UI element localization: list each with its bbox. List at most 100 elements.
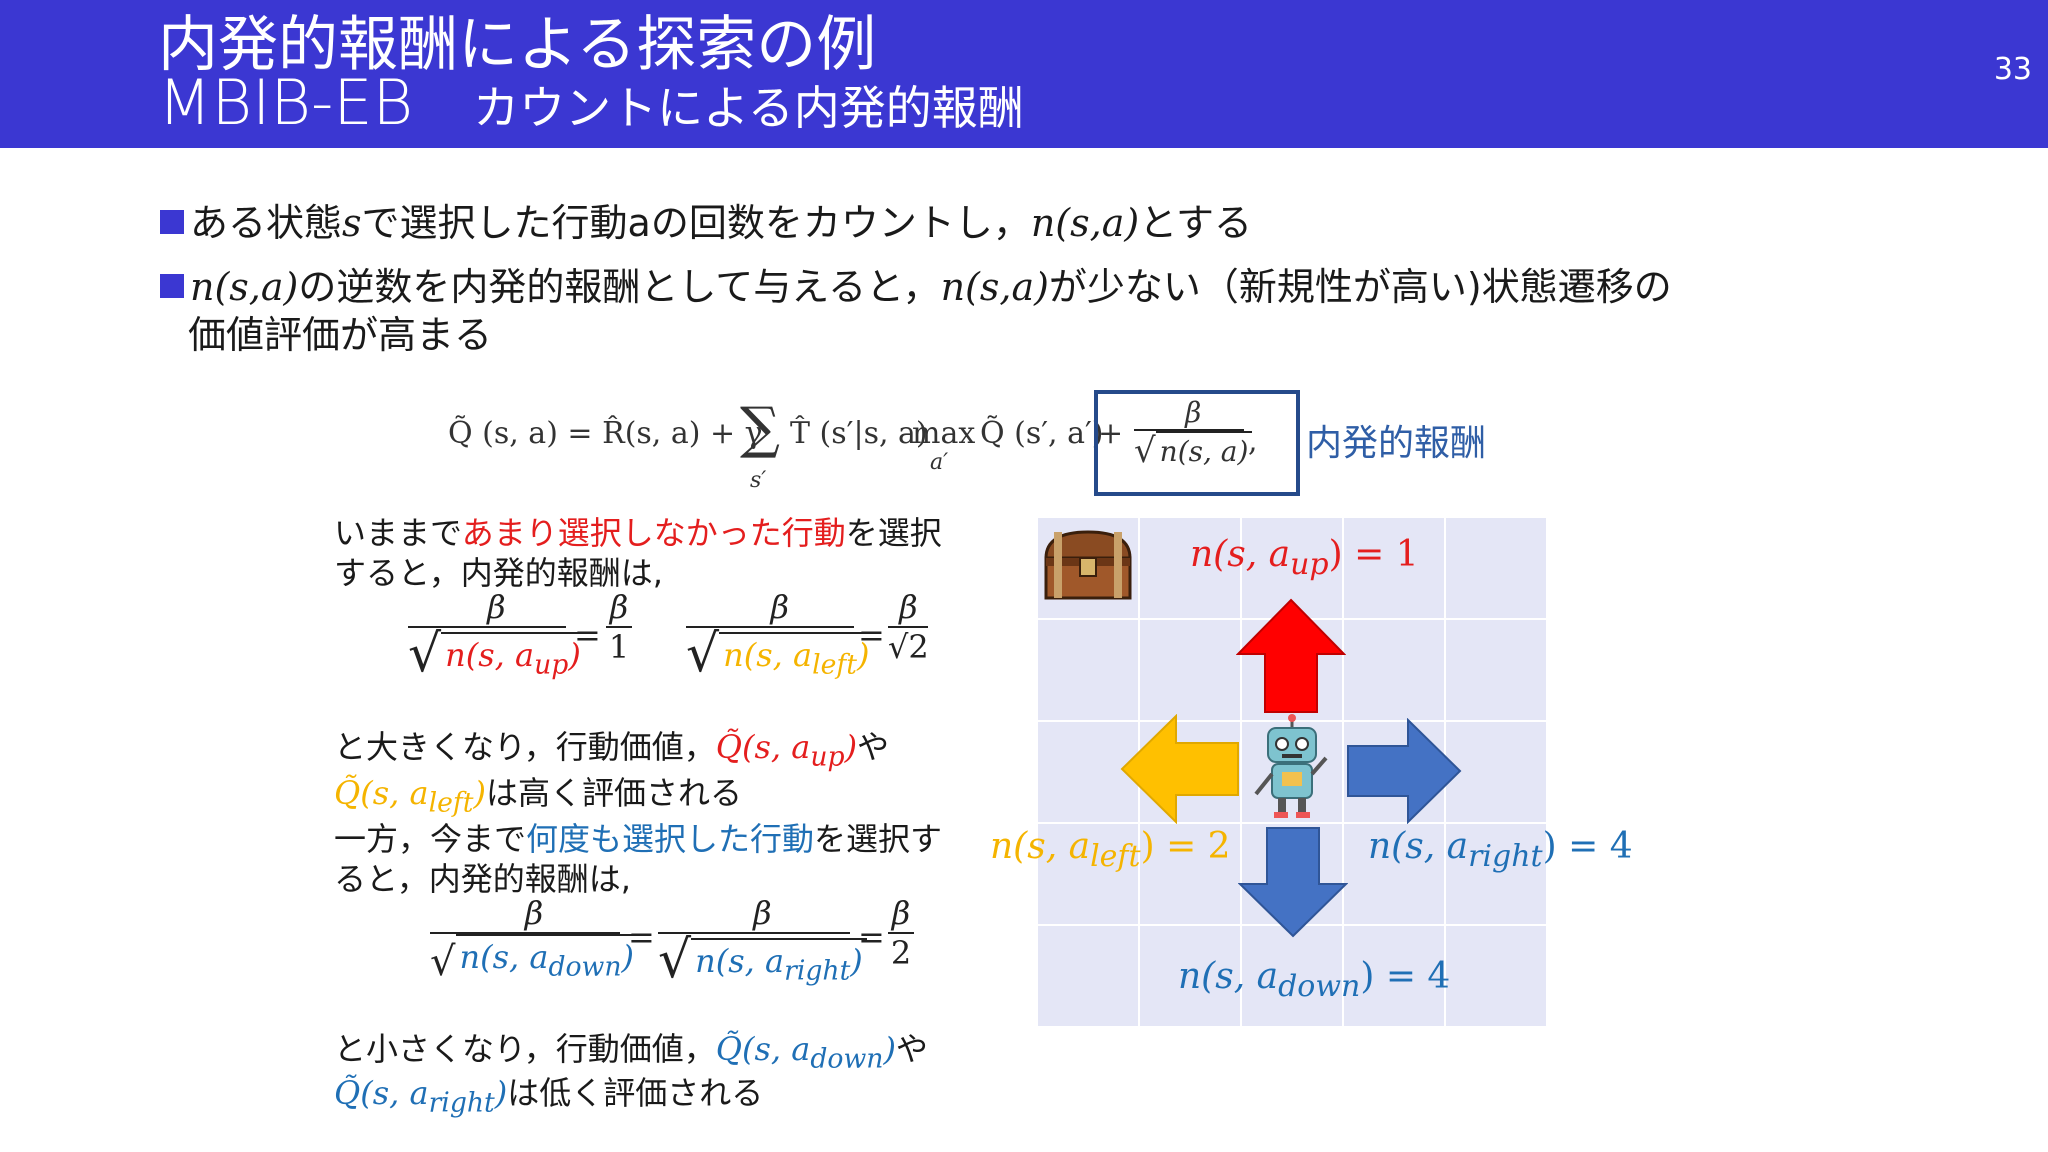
frac-beta-1-num: β	[609, 588, 629, 626]
grid-cell	[1446, 620, 1546, 720]
bullet-2-text-mid: の逆数を内発的報酬として与えると，	[298, 265, 941, 309]
sqrt-sign: √	[408, 624, 442, 684]
n-right-close: )	[850, 941, 863, 980]
frac-up: β √n(s, aup)	[408, 588, 585, 680]
label-up: n(s, aup) = 1	[1190, 534, 1419, 582]
q-down-text: Q̃(s, a	[715, 1030, 811, 1068]
bullet-1-text-pre: ある状態	[190, 201, 343, 245]
explanation-p2: と大きくなり，行動価値，Q̃(s, aup)や	[334, 722, 889, 772]
bullet-1-text-post: とする	[1139, 201, 1253, 245]
p4-pre: と小さくなり，行動価値，	[334, 1030, 716, 1068]
sum-subscript: s′	[750, 468, 767, 493]
frac-beta-sqrt2-den: √2	[888, 628, 929, 666]
bullet-2-line2: 価値評価が高まる	[188, 313, 493, 357]
n-down-close: )	[621, 938, 635, 976]
n-down-text: n(s, a	[459, 938, 549, 976]
p3-post: を選択す	[814, 820, 943, 858]
label-up-pre: n(s, a	[1190, 534, 1291, 575]
frac-up-num: β	[487, 588, 506, 626]
label-left-sub: left	[1090, 839, 1141, 875]
main-formula: Q̃ (s, a) = R̂(s, a) + γ	[448, 416, 763, 451]
grid-cell	[1038, 824, 1138, 924]
label-left-post: ) = 2	[1140, 826, 1231, 867]
n-right-sub: right	[784, 955, 851, 986]
grid-cell	[1038, 620, 1138, 720]
frac-down-den: √n(s, adown)	[430, 934, 639, 986]
formula-comma: ,	[1248, 424, 1258, 459]
frac-den-arg: n(s, a)	[1155, 431, 1253, 468]
frac-left-bar	[686, 626, 854, 628]
label-left: n(s, aleft) = 2	[990, 826, 1231, 874]
frac-beta-1-den: 1	[608, 628, 630, 666]
bullet-2-math2: n(s,a)	[940, 265, 1049, 309]
q-left-sub: left	[428, 787, 474, 819]
frac-right: β √n(s, aright)	[658, 894, 867, 986]
formula-after-max: Q̃ (s′, a′)	[980, 416, 1104, 451]
slide-title: 内発的報酬による探索の例	[158, 10, 877, 80]
grid-cell	[1344, 824, 1444, 924]
grid-cell	[1446, 824, 1546, 924]
up-arrow-icon	[1236, 598, 1346, 713]
p4-post: や	[895, 1030, 928, 1068]
explanation-p2-line2: Q̃(s, aleft)は高く評価される	[334, 768, 742, 818]
sqrt-sign: √	[430, 939, 456, 986]
left-arrow-icon	[1120, 714, 1239, 824]
intrinsic-reward-box	[1094, 390, 1300, 496]
explanation-p1: いままであまり選択しなかった行動を選択	[334, 508, 942, 554]
q-up-close: )	[844, 728, 858, 766]
frac-beta-2-den: 2	[890, 934, 912, 972]
bullet-2-text-post: が少ない（新規性が高い)状態遷移の	[1048, 265, 1672, 309]
bullet-1-text-mid: で選択した行動aの回数をカウントし，	[361, 201, 1031, 245]
formula-mid: T̂ (s′|s, a)	[790, 416, 928, 451]
frac-up-bar	[408, 626, 566, 628]
grid-cell	[1344, 620, 1444, 720]
p2-line2-post: は高く評価される	[485, 774, 742, 812]
p1-post: を選択	[845, 514, 942, 552]
frac-beta-sqrt2: β √2	[888, 588, 929, 666]
p1-pre: いままで	[334, 514, 462, 552]
frac-left: β √n(s, aleft)	[686, 588, 874, 680]
sum-symbol: ∑	[740, 396, 780, 461]
frac-right-den-arg: n(s, aright)	[691, 937, 867, 986]
right-arrow-icon	[1347, 718, 1462, 824]
frac-beta-1: β 1	[606, 588, 632, 666]
frac-left-num: β	[770, 588, 789, 626]
q-down-sub: down	[810, 1043, 884, 1075]
bullet-marker	[160, 210, 184, 234]
frac-beta-2-num: β	[891, 894, 911, 932]
frac-beta-sqrt2-num: β	[899, 588, 918, 626]
label-down-sub: down	[1278, 969, 1361, 1005]
eq-2: =	[858, 616, 885, 654]
label-up-sub: up	[1290, 547, 1329, 583]
frac-up-den-arg: n(s, aup)	[441, 631, 585, 680]
explanation-p3-line2: ると，内発的報酬は,	[334, 860, 631, 898]
n-down-sub: down	[548, 951, 622, 983]
n-up-close: )	[568, 635, 581, 674]
grid-cell	[1140, 824, 1240, 924]
subtitle-main: MBIB-EB	[158, 66, 414, 139]
bullet-1-var: s	[342, 201, 362, 245]
q-left-text: Q̃(s, a	[334, 774, 429, 812]
bullet-2-math: n(s,a)	[190, 265, 299, 309]
page-number: 33	[1993, 52, 2032, 87]
frac-right-num: β	[753, 894, 772, 932]
intrinsic-reward-label: 内発的報酬	[1306, 423, 1487, 464]
q-up: Q̃(s, aup)	[716, 728, 858, 772]
n-left-text: n(s, a	[723, 635, 813, 674]
frac-beta-1-bar	[606, 626, 632, 628]
grid-cell	[1038, 926, 1138, 1026]
robot-icon	[1254, 714, 1328, 818]
frac-up-den: √n(s, aup)	[408, 628, 585, 680]
frac-left-den: √n(s, aleft)	[686, 628, 874, 680]
bullet-2: n(s,a)の逆数を内発的報酬として与えると，n(s,a)が少ない（新規性が高い…	[160, 256, 1672, 311]
frac-down-den-arg: n(s, adown)	[455, 934, 639, 983]
q-right-text: Q̃(s, a	[334, 1074, 429, 1112]
grid-cell	[1446, 926, 1546, 1026]
frac-denominator: √n(s, a)	[1134, 431, 1253, 468]
frac-beta-sqrt2-bar	[888, 626, 928, 628]
n-left-close: )	[856, 635, 870, 674]
label-down: n(s, adown) = 4	[1178, 956, 1450, 1004]
sqrt-sign: √	[658, 930, 692, 990]
n-up-sub: up	[534, 649, 569, 680]
frac-down: β √n(s, adown)	[430, 894, 639, 986]
